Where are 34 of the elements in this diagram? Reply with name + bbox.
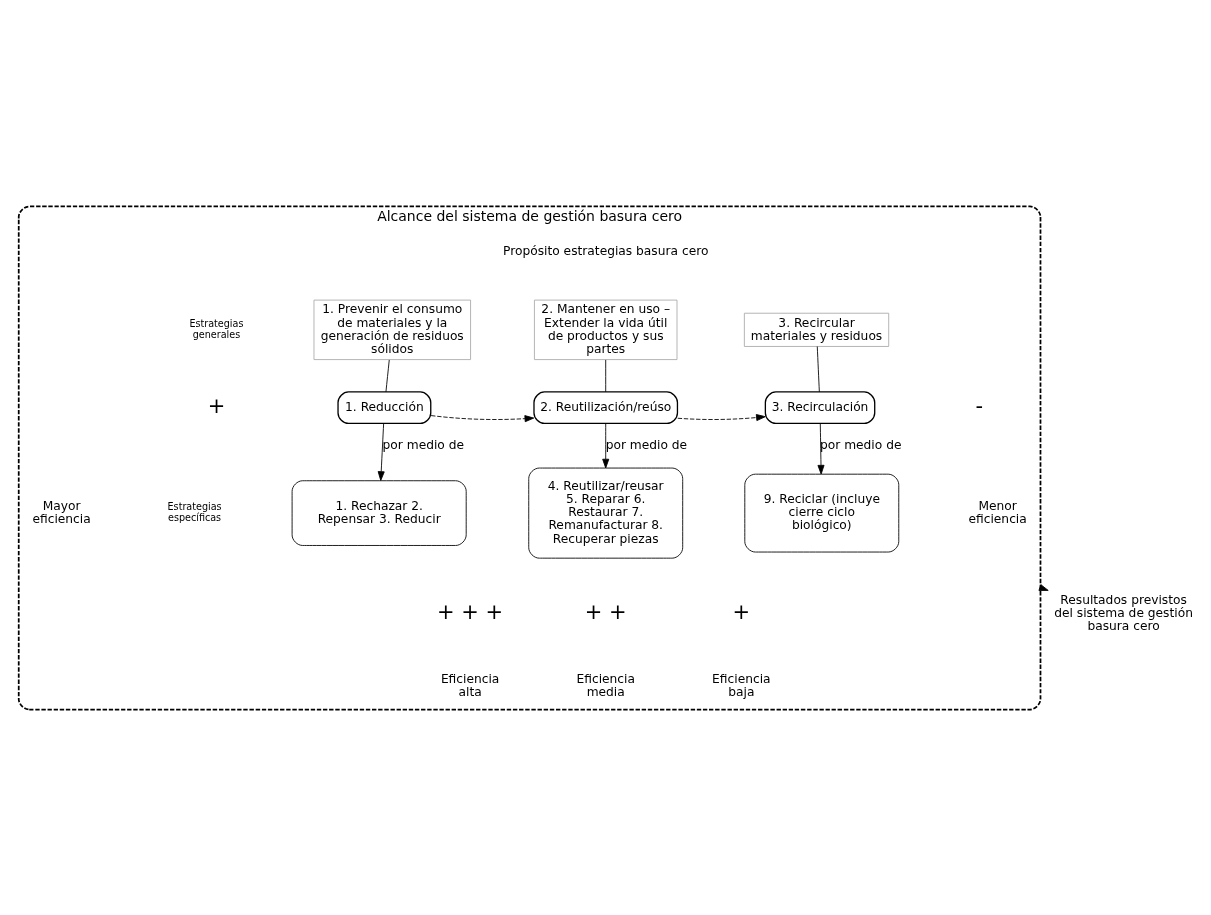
node-box: 2. Reutilización/reúso xyxy=(533,390,679,424)
label: Eficiencia media xyxy=(576,671,635,699)
edge-label: por medio de xyxy=(819,437,902,452)
node-box: 4. Reutilizar/reusar 5. Reparar 6. Restaurar 7. Remanufacturar 8. Recuperar piezas xyxy=(528,467,684,559)
label: Eficiencia baja xyxy=(712,671,771,699)
arrow xyxy=(377,422,385,481)
label: - xyxy=(975,393,984,418)
connector xyxy=(605,359,607,392)
arrow xyxy=(430,414,535,422)
connector xyxy=(385,359,390,392)
arrow xyxy=(677,413,766,421)
label: Estrategias generales xyxy=(189,317,244,340)
edge-label: por medio de xyxy=(382,437,465,452)
label: + xyxy=(207,393,226,418)
label: Menor eficiencia xyxy=(968,498,1027,526)
node-box: 1. Rechazar 2. Repensar 3. Reducir xyxy=(291,479,467,546)
node-box: 1. Reducción xyxy=(337,390,432,424)
node-text: Resultados previstos del sistema de gestión basura cero xyxy=(1054,592,1193,633)
connector xyxy=(816,345,820,392)
label: + + + xyxy=(437,599,504,624)
label: Propósito estrategias basura cero xyxy=(503,243,709,258)
node-box: 1. Prevenir el consumo de materiales y la generación de residuos sólidos xyxy=(313,299,471,360)
label: Eficiencia alta xyxy=(440,671,500,699)
node-box: 3. Recircular materiales y residuos xyxy=(743,312,890,347)
label: + + xyxy=(584,599,627,624)
node-box: 3. Recirculación xyxy=(764,390,876,424)
arrow xyxy=(602,422,610,468)
node-box: 9. Reciclar (incluye cierre ciclo biológico) xyxy=(744,473,900,552)
label: + xyxy=(732,599,751,624)
label: Mayor eficiencia xyxy=(32,498,91,526)
edge-label: por medio de xyxy=(605,437,688,452)
arrow xyxy=(817,422,825,475)
label: Estrategias específicas xyxy=(167,500,222,523)
node-box: 2. Mantener en uso – Extender la vida útil de productos y sus partes xyxy=(534,299,678,360)
